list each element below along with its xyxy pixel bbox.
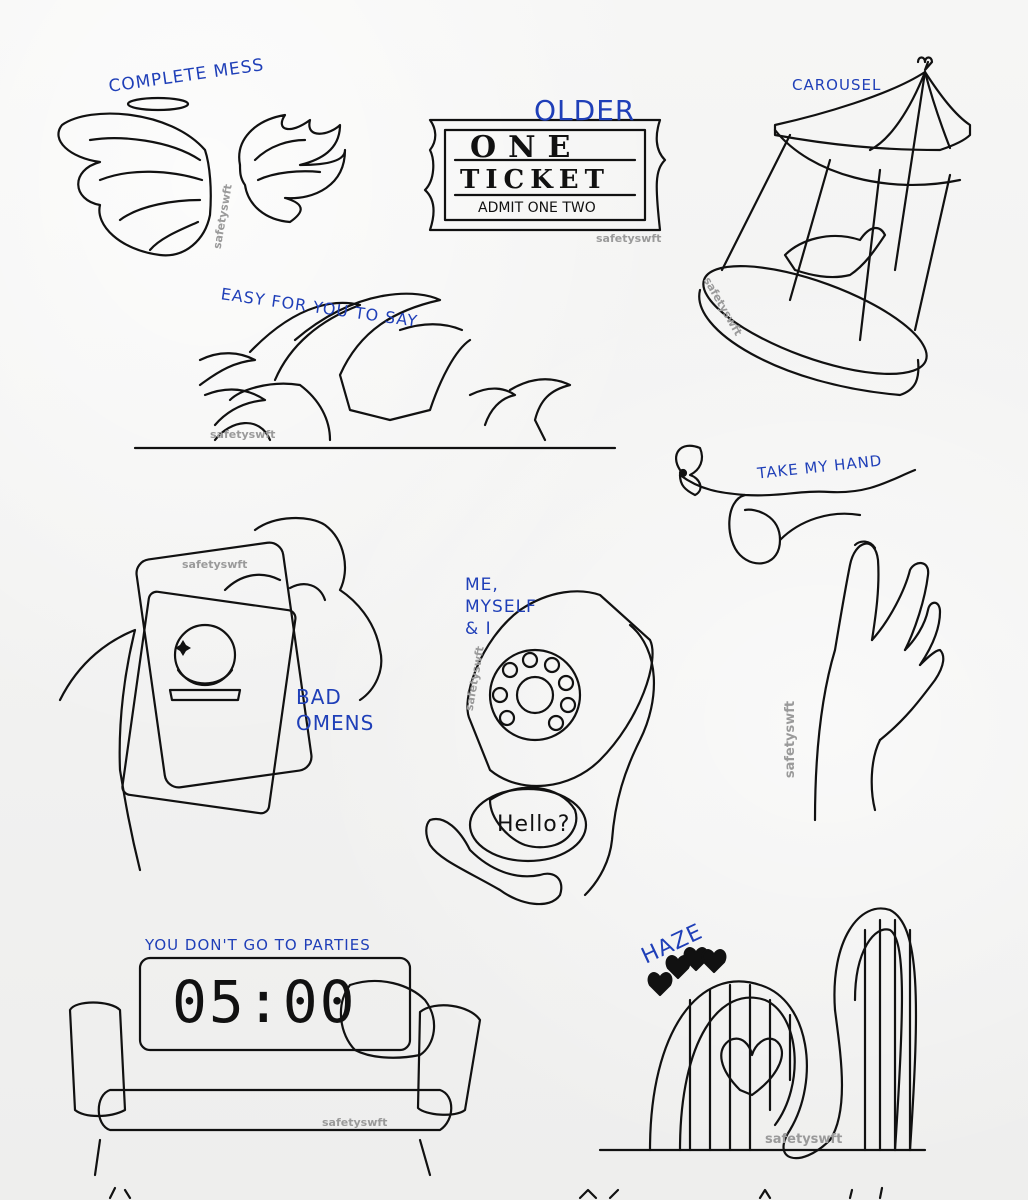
carousel-drawing (698, 56, 972, 397)
watermark-couch: safetyswft (322, 1116, 388, 1129)
clock-display: 05:00 (172, 968, 357, 1036)
watermark-coaster: safetyswft (765, 1132, 843, 1147)
couch-drawing (68, 956, 482, 1177)
bottom-edge-drawings (108, 1186, 884, 1200)
tarot-card-drawing (58, 516, 383, 872)
butterfly-string-drawing (675, 444, 917, 565)
watermark-opera: safetyswft (210, 428, 276, 441)
watermark-ticket: safetyswft (596, 232, 662, 245)
rotary-phone-drawing (425, 590, 655, 906)
ticket-drawing (423, 118, 667, 232)
watermark-hand: safetyswft (783, 700, 799, 779)
label-older: OLDER (534, 94, 636, 127)
fire-wing-drawing (238, 113, 347, 224)
label-bad-omens: BAD OMENS (296, 685, 375, 735)
opera-house-drawing (133, 292, 617, 450)
speech-bubble-text: Hello? (497, 812, 571, 837)
ticket-line-one: ONE (470, 130, 583, 165)
watermark-tarot: safetyswft (182, 558, 248, 571)
label-carousel: CAROUSEL (792, 76, 882, 94)
label-me-myself-and-i: ME, MYSELF & I (465, 575, 537, 639)
roller-coaster-drawing (598, 907, 927, 1160)
reaching-hand-drawing (813, 540, 945, 822)
angel-wing-drawing (57, 96, 212, 257)
speech-bubble-drawing (468, 787, 588, 863)
ticket-line-ticket: TICKET (460, 165, 610, 195)
ticket-line-admit: ADMIT ONE TWO (478, 200, 596, 216)
label-you-dont-go-to-parties: YOU DON'T GO TO PARTIES (145, 936, 371, 954)
